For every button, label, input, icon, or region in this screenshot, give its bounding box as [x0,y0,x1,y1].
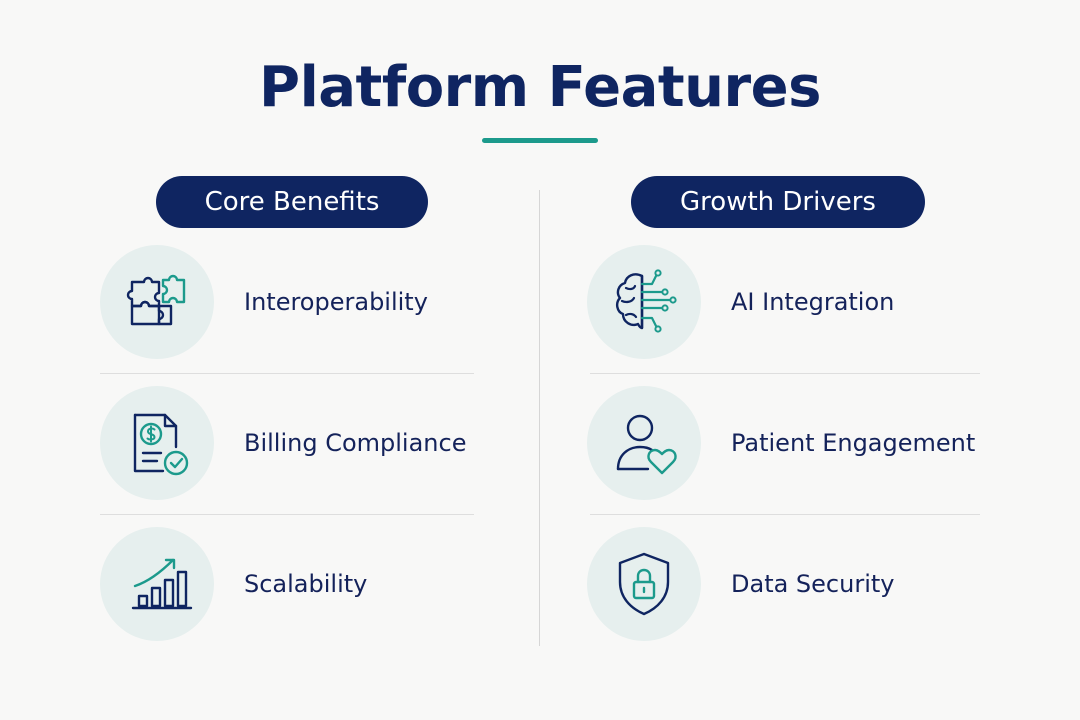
feature-label: AI Integration [731,288,895,316]
row-divider [100,373,474,374]
feature-label: Scalability [244,570,368,598]
growth-chart-icon [100,527,214,641]
feature-item-scalability: Scalability [100,526,367,642]
row-divider [590,514,980,515]
feature-item-billing-compliance: Billing Compliance [100,385,466,501]
column-divider [539,190,540,646]
ai-brain-icon [587,245,701,359]
feature-item-patient-engagement: Patient Engagement [587,385,975,501]
row-divider [590,373,980,374]
patient-heart-icon [587,386,701,500]
feature-item-ai-integration: AI Integration [587,244,894,360]
puzzle-icon [100,245,214,359]
core-benefits-heading: Core Benefits [156,176,428,228]
growth-drivers-heading-label: Growth Drivers [680,187,876,217]
feature-label: Data Security [731,570,895,598]
feature-label: Patient Engagement [731,429,976,457]
row-divider [100,514,474,515]
growth-drivers-heading: Growth Drivers [631,176,925,228]
feature-label: Interoperability [244,288,428,316]
page-title: Platform Features [259,55,821,120]
feature-item-data-security: Data Security [587,526,895,642]
feature-label: Billing Compliance [244,429,467,457]
shield-lock-icon [587,527,701,641]
feature-item-interoperability: Interoperability [100,244,428,360]
billing-document-icon [100,386,214,500]
core-benefits-heading-label: Core Benefits [204,187,380,217]
title-underline [482,138,598,143]
